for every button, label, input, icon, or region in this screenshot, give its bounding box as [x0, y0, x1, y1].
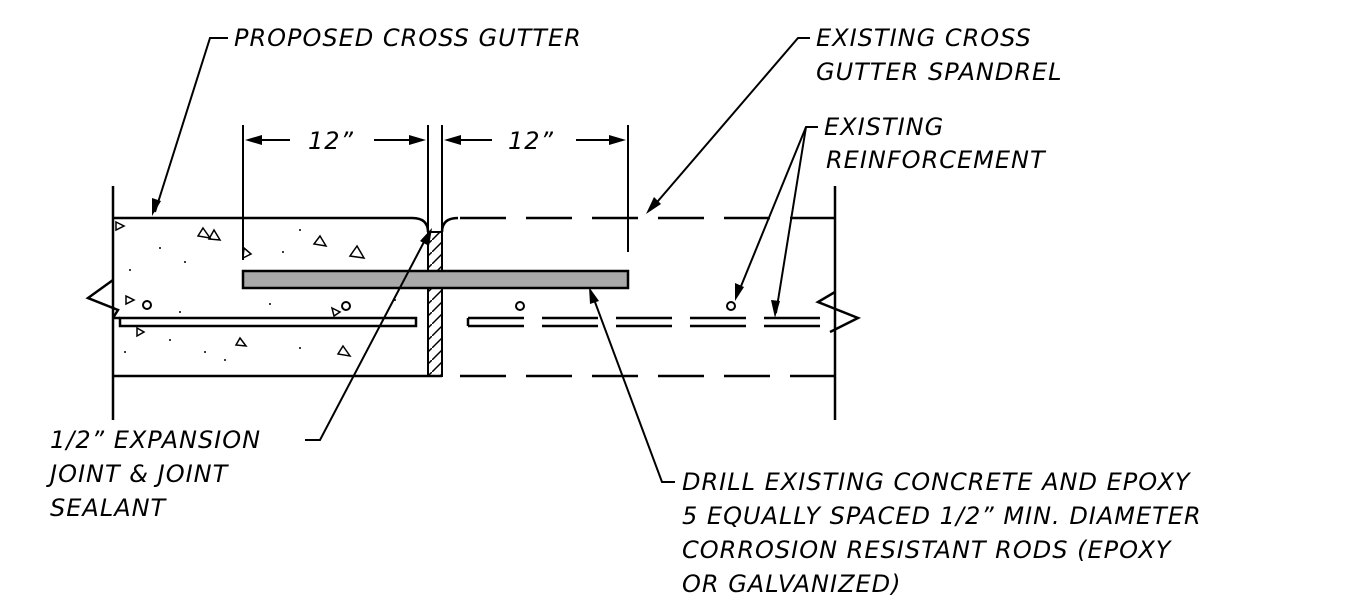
expansion-joint — [427, 125, 459, 377]
dimension-lines — [242, 125, 629, 260]
dimension-right-label: 12” — [508, 127, 554, 155]
existing-reinforcement-label-2: REINFORCEMENT — [826, 146, 1047, 174]
existing-slab — [460, 186, 862, 420]
aggregate-pattern — [115, 220, 396, 361]
reinforcement-dots — [142, 300, 736, 311]
leader-lines — [152, 37, 818, 483]
drill-note-label-3: CORROSION RESISTANT RODS (EPOXY — [682, 536, 1173, 564]
proposed-slab — [85, 186, 442, 420]
existing-spandrel-label-1: EXISTING CROSS — [816, 24, 1032, 52]
proposed-cross-gutter-label: PROPOSED CROSS GUTTER — [234, 24, 582, 52]
existing-spandrel-label-2: GUTTER SPANDREL — [816, 58, 1063, 86]
expansion-joint-label-1: 1/2” EXPANSION — [50, 426, 261, 454]
expansion-joint-label-2: JOINT & JOINT — [46, 460, 230, 488]
dimension-left-label: 12” — [308, 127, 354, 155]
expansion-joint-label-3: SEALANT — [50, 494, 168, 522]
existing-reinforcement-label-1: EXISTING — [824, 113, 944, 141]
drill-note-label-1: DRILL EXISTING CONCRETE AND EPOXY — [682, 468, 1192, 496]
dowel-rod — [241, 269, 630, 290]
drill-note-label-2: 5 EQUALLY SPACED 1/2” MIN. DIAMETER — [682, 502, 1202, 530]
drill-note-label-4: OR GALVANIZED) — [682, 570, 902, 598]
